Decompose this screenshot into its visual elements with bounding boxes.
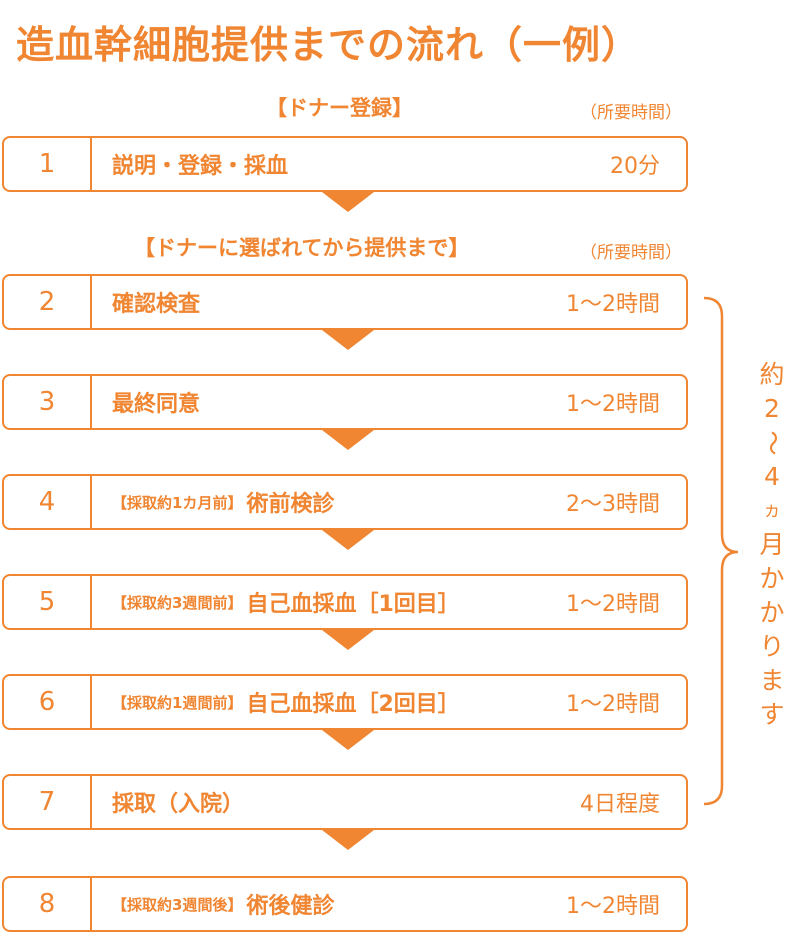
time-header-selected: （所要時間） — [580, 243, 682, 263]
step-duration: 20分 — [610, 154, 660, 179]
step-label: 【採取約3週間後】術後健診 — [112, 878, 334, 930]
step-7: 7 採取（入院） 4日程度 — [2, 774, 688, 830]
step-duration: 1～2時間 — [566, 894, 660, 919]
step-label: 説明・登録・採血 — [112, 138, 288, 190]
step-label-text: 採取（入院） — [112, 792, 245, 817]
step-duration: 2～3時間 — [566, 492, 660, 517]
step-8: 8 【採取約3週間後】術後健診 1～2時間 — [2, 876, 688, 932]
step-label: 【採取約1週間前】自己血採血［2回目］ — [112, 676, 460, 728]
step-duration: 1～2時間 — [566, 592, 660, 617]
step-5: 5 【採取約3週間前】自己血採血［1回目］ 1～2時間 — [2, 574, 688, 630]
step-label: 【採取約1カ月前】術前検診 — [112, 476, 334, 528]
step-number: 4 — [4, 476, 92, 528]
step-6: 6 【採取約1週間前】自己血採血［2回目］ 1～2時間 — [2, 674, 688, 730]
step-number: 7 — [4, 776, 92, 828]
step-number: 8 — [4, 878, 92, 930]
flow-arrow — [322, 830, 374, 850]
step-label-text: 確認検査 — [112, 292, 201, 317]
side-note-char: す — [759, 700, 785, 729]
step-number: 6 — [4, 676, 92, 728]
flow-arrow — [322, 630, 374, 650]
side-note-char: ま — [759, 666, 785, 695]
step-label: 最終同意 — [112, 376, 200, 428]
step-number: 1 — [4, 138, 92, 190]
step-timing-prefix: 【採取約1週間前】 — [112, 693, 243, 712]
step-timing-prefix: 【採取約3週間後】 — [112, 895, 243, 914]
section-label-selected: 【ドナーに選ばれてから提供まで】 — [134, 236, 470, 260]
side-note-char: ～ — [758, 430, 787, 456]
side-note-char: 約 — [759, 360, 785, 389]
flow-arrow — [322, 430, 374, 450]
step-1: 1 説明・登録・採血 20分 — [2, 136, 688, 192]
step-number: 3 — [4, 376, 92, 428]
side-note-char: ヵ — [763, 500, 781, 521]
step-timing-prefix: 【採取約1カ月前】 — [112, 493, 243, 512]
step-4: 4 【採取約1カ月前】術前検診 2～3時間 — [2, 474, 688, 530]
flow-arrow — [322, 530, 374, 550]
duration-side-note: 約 2 ～ 4 ヵ 月 か か り ま す — [752, 358, 792, 732]
step-label-text: 説明・登録・採血 — [112, 154, 289, 179]
time-header-registration: （所要時間） — [580, 103, 682, 123]
flow-arrow — [322, 730, 374, 750]
side-note-char: 月 — [759, 530, 785, 559]
step-3: 3 最終同意 1～2時間 — [2, 374, 688, 430]
step-label: 確認検査 — [112, 276, 200, 328]
step-duration: 1～2時間 — [566, 692, 660, 717]
step-2: 2 確認検査 1～2時間 — [2, 274, 688, 330]
step-label: 【採取約3週間前】自己血採血［1回目］ — [112, 576, 460, 628]
curly-brace-icon — [703, 296, 739, 806]
side-note-char: か — [759, 564, 785, 593]
side-note-char: か — [759, 598, 785, 627]
step-label-text: 術後健診 — [246, 894, 335, 919]
step-label-text: 自己血採血［1回目］ — [246, 592, 460, 617]
step-label: 採取（入院） — [112, 776, 244, 828]
flow-arrow — [322, 192, 374, 212]
step-duration: 1～2時間 — [566, 292, 660, 317]
step-label-text: 自己血採血［2回目］ — [246, 692, 460, 717]
flow-arrow — [322, 330, 374, 350]
step-label-text: 術前検診 — [246, 492, 335, 517]
section-label-registration: 【ドナー登録】 — [266, 96, 413, 120]
side-note-char: 4 — [764, 462, 780, 491]
step-duration: 1～2時間 — [566, 392, 660, 417]
side-note-char: り — [759, 632, 785, 661]
page-title: 造血幹細胞提供までの流れ（一例） — [16, 23, 641, 67]
side-note-char: 2 — [764, 394, 780, 423]
step-duration: 4日程度 — [580, 792, 660, 817]
step-label-text: 最終同意 — [112, 392, 201, 417]
step-number: 5 — [4, 576, 92, 628]
step-number: 2 — [4, 276, 92, 328]
step-timing-prefix: 【採取約3週間前】 — [112, 593, 243, 612]
